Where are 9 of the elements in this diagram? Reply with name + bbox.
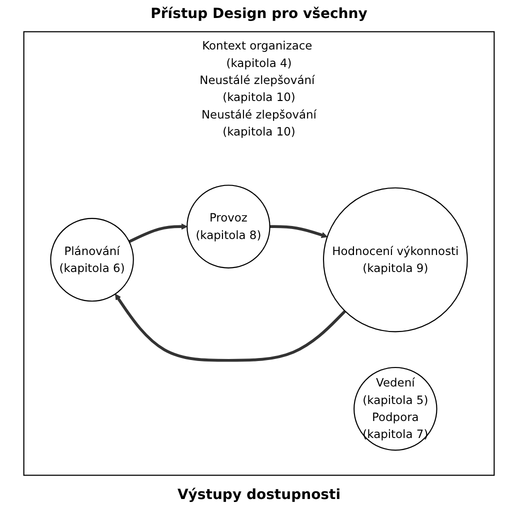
arrow	[128, 223, 188, 243]
node-circle: Vedení (kapitola 5) Podpora (kapitola 7)	[354, 366, 438, 451]
node-circle: Hodnocení výkonnosti (kapitola 9)	[322, 187, 468, 332]
diagram-title: Přístup Design pro všechny	[150, 6, 368, 22]
arrow	[114, 294, 346, 362]
node-circle: Plánování (kapitola 6)	[50, 218, 134, 302]
arrow	[270, 225, 328, 238]
node-circle: Provoz (kapitola 8)	[186, 184, 270, 268]
output-label: Výstupy dostupnosti	[177, 487, 341, 503]
